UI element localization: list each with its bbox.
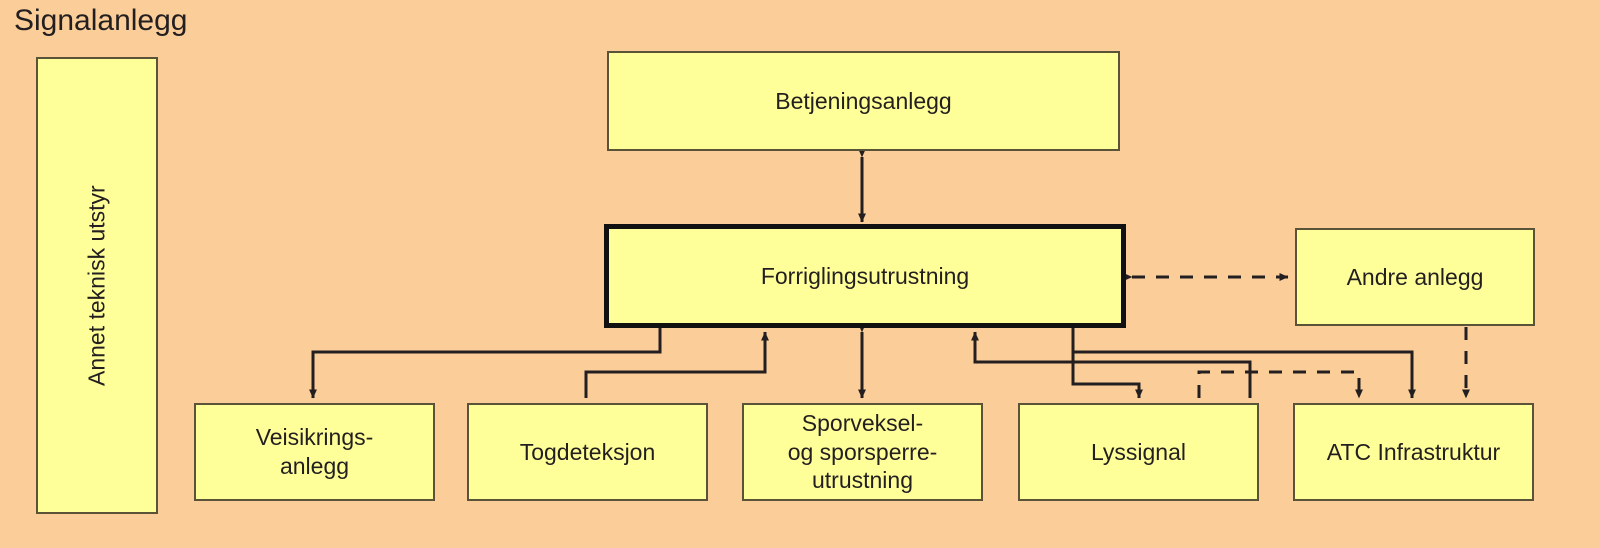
connector-forrigling-lyssignal (1071, 327, 1143, 399)
node-label: Annet teknisk utstyr (83, 185, 110, 386)
node-label: ATC Infrastruktur (1326, 438, 1501, 465)
node-togdeteksjon[interactable]: Togdeteksjon (467, 403, 708, 501)
node-sporveksel-og-sporsperre-utrustning[interactable]: Sporveksel- og sporsperre- utrustning (742, 403, 983, 501)
node-atc-infrastruktur[interactable]: ATC Infrastruktur (1293, 403, 1534, 501)
node-label: Sporveksel- og sporsperre- utrustning (787, 409, 938, 494)
node-label: Forriglingsutrustning (760, 262, 970, 289)
node-betjeningsanlegg[interactable]: Betjeningsanlegg (607, 51, 1120, 151)
node-veisikringsanlegg[interactable]: Veisikrings- anlegg (194, 403, 435, 501)
node-label: Veisikrings- anlegg (255, 424, 374, 479)
connector-togdeteksjon-forrigling (584, 331, 769, 398)
connector-lyssignal-atc (1197, 370, 1363, 399)
connector-forrigling-atc (1071, 327, 1416, 399)
node-annet-teknisk-utstyr[interactable]: Annet teknisk utstyr (36, 57, 158, 514)
node-label: Betjeningsanlegg (775, 87, 952, 114)
connector-forrigling-veisikringsanlegg (309, 327, 662, 399)
node-andre-anlegg[interactable]: Andre anlegg (1295, 228, 1535, 326)
connector-lyssignal-forrigling (971, 331, 1252, 398)
node-label: Lyssignal (1090, 438, 1187, 465)
node-lyssignal[interactable]: Lyssignal (1018, 403, 1259, 501)
page-title: Signalanlegg (14, 4, 188, 37)
node-forriglingsutrustning[interactable]: Forriglingsutrustning (604, 224, 1126, 328)
node-label: Togdeteksjon (519, 438, 656, 465)
node-label: Andre anlegg (1346, 263, 1484, 290)
